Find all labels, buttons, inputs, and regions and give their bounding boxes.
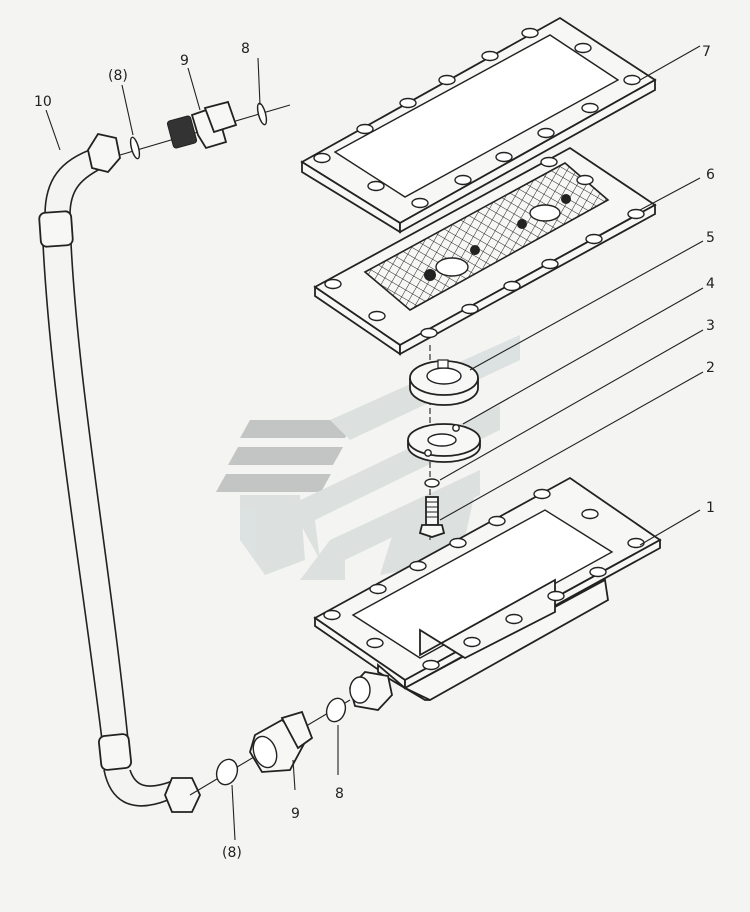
callout-8-bottom: 8 bbox=[335, 786, 344, 802]
part-8-bottom-seal bbox=[325, 697, 347, 723]
part-1-housing bbox=[313, 476, 662, 711]
part-8-top-seal bbox=[256, 102, 268, 126]
part-8-ref-top-seal bbox=[129, 136, 141, 160]
callout-3: 3 bbox=[706, 318, 715, 334]
callout-7: 7 bbox=[702, 44, 711, 60]
callout-6: 6 bbox=[706, 167, 715, 183]
part-6-bolt-holes bbox=[324, 156, 645, 339]
callout-8-ref-bottom: (8) bbox=[222, 845, 242, 861]
callout-4: 4 bbox=[706, 276, 715, 292]
callout-8-ref-top: (8) bbox=[108, 68, 128, 84]
part-6-filter-plate bbox=[313, 146, 657, 356]
callout-labels: 7 6 5 4 3 2 1 8 9 (8) 10 8 9 (8) bbox=[34, 41, 715, 861]
part-6-mesh-bolts bbox=[424, 194, 571, 281]
bottom-fitting-assembly bbox=[189, 697, 351, 796]
part-2-bolt bbox=[418, 496, 446, 538]
part-10-hose bbox=[38, 132, 201, 813]
part-8-ref-bottom-seal bbox=[215, 758, 239, 786]
hose-end-nut-top bbox=[87, 132, 121, 174]
callout-1: 1 bbox=[706, 500, 715, 516]
callout-9-top: 9 bbox=[180, 53, 189, 69]
callout-5: 5 bbox=[706, 230, 715, 246]
hose-end-nut-bottom bbox=[164, 777, 201, 813]
callout-2: 2 bbox=[706, 360, 715, 376]
part-7-cover-plate bbox=[300, 16, 657, 234]
part-4-washer bbox=[407, 423, 481, 463]
top-fitting-assembly bbox=[119, 100, 291, 160]
callout-9-bottom: 9 bbox=[291, 806, 300, 822]
part-3-o-ring bbox=[424, 478, 440, 488]
callout-8-top: 8 bbox=[241, 41, 250, 57]
part-5-slotted-spacer bbox=[409, 359, 479, 406]
part-9-top-union bbox=[166, 100, 238, 150]
part-9-bottom-union bbox=[249, 710, 314, 773]
housing-outlet-nut bbox=[348, 671, 393, 711]
leader-lines bbox=[45, 45, 704, 841]
part-1-bolt-holes bbox=[323, 488, 645, 671]
part-7-bolt-holes bbox=[313, 27, 641, 209]
callout-10: 10 bbox=[34, 94, 52, 110]
